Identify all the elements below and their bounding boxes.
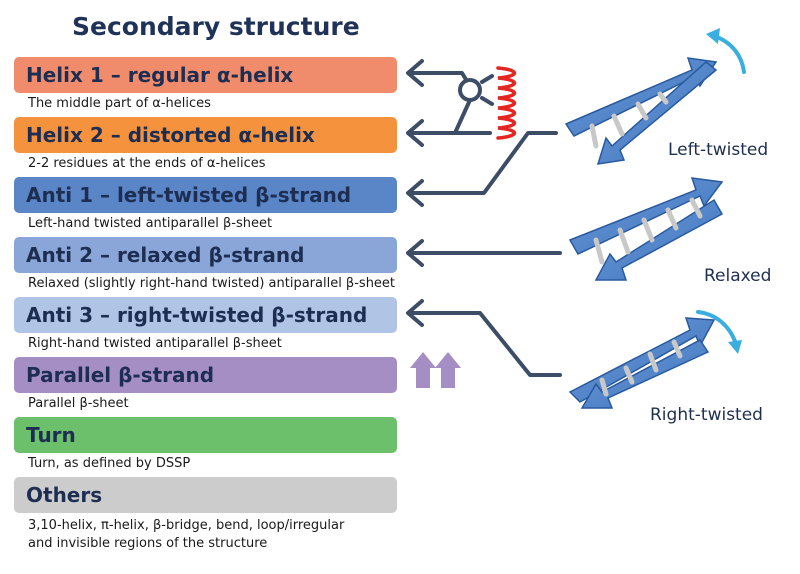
relaxed-sheet-icon	[568, 177, 724, 281]
category-parallel: Parallel β-strand	[14, 357, 397, 393]
connector-helix-2-arrow	[406, 98, 492, 147]
right-twisted-label: Right-twisted	[650, 405, 763, 425]
category-anti-1: Anti 1 – left-twisted β-strand	[14, 177, 397, 213]
category-anti-3: Anti 3 – right-twisted β-strand	[14, 297, 397, 333]
category-turn: Turn	[14, 417, 397, 453]
description-anti-3: Right-hand twisted antiparallel β-sheet	[28, 336, 282, 351]
left-twisted-sheet-icon	[564, 28, 746, 165]
description-anti-2: Relaxed (slightly right-hand twisted) an…	[28, 276, 396, 291]
right-twisted-sheet-icon	[568, 310, 742, 409]
category-helix-1: Helix 1 – regular α-helix	[14, 57, 397, 93]
helix-junction	[458, 74, 494, 106]
description-helix-1: The middle part of α-helices	[28, 96, 211, 111]
connector-anti-1-arrow	[406, 131, 558, 207]
description-anti-1: Left-hand twisted antiparallel β-sheet	[28, 216, 273, 231]
category-others: Others	[14, 477, 397, 513]
description-parallel: Parallel β-sheet	[28, 396, 129, 411]
description-turn: Turn, as defined by DSSP	[28, 456, 191, 471]
category-anti-2: Anti 2 – relaxed β-strand	[14, 237, 397, 273]
category-helix-2: Helix 2 – distorted α-helix	[14, 117, 397, 153]
connector-anti-2-arrow	[406, 239, 562, 267]
description-helix-2: 2-2 residues at the ends of α-helices	[28, 156, 266, 171]
description-others: 3,10-helix, π-helix, β-bridge, bend, loo…	[28, 518, 345, 551]
relaxed-label: Relaxed	[704, 266, 772, 286]
connector-anti-3-arrow	[406, 299, 562, 377]
parallel-arrows-icon	[410, 352, 461, 388]
helix-coil-icon	[496, 66, 517, 140]
left-twisted-label: Left-twisted	[668, 140, 769, 160]
page-title: Secondary structure	[72, 12, 360, 41]
